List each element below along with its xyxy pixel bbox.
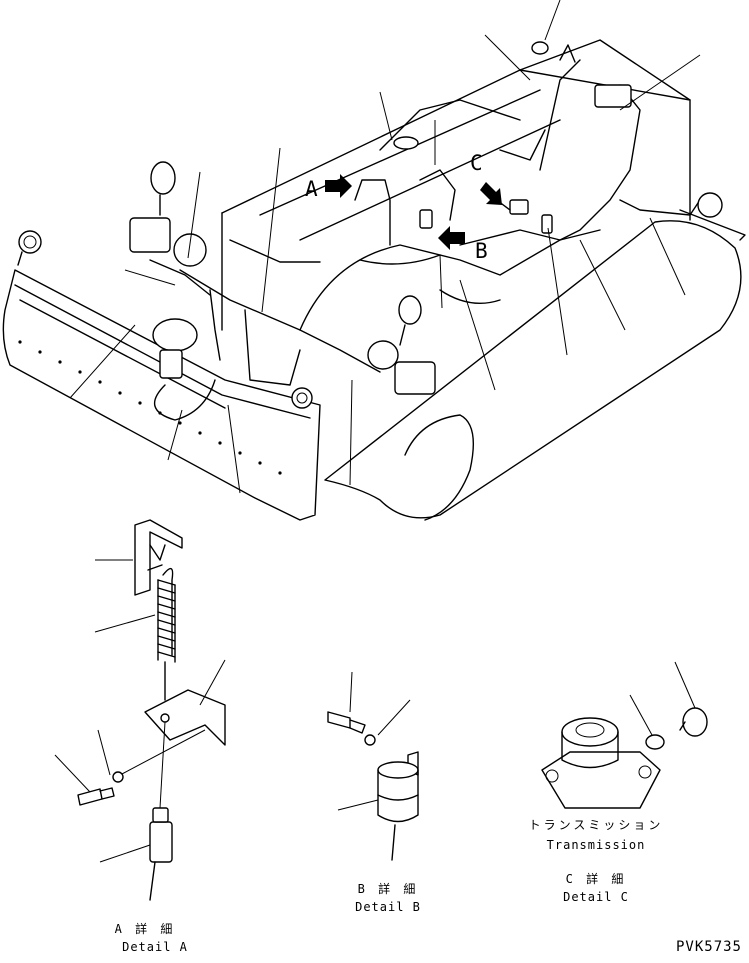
front-lamps bbox=[129, 161, 436, 421]
detail-b-title-jp: B 詳 細 bbox=[358, 881, 419, 896]
leader-lines-main bbox=[69, 0, 701, 494]
detail-c-drawing bbox=[541, 661, 708, 809]
view-label-a: A bbox=[305, 177, 318, 201]
detail-a-drawing bbox=[54, 519, 226, 901]
detail-c-title-en: Detail C bbox=[563, 890, 629, 904]
detail-a-spring bbox=[157, 579, 176, 663]
transmission-label-en: Transmission bbox=[547, 838, 646, 852]
detail-a-title-en: Detail A bbox=[122, 940, 188, 954]
dozer-blade bbox=[2, 230, 321, 521]
view-arrows: A B C bbox=[305, 151, 502, 263]
detail-c-title-jp: C 詳 細 bbox=[566, 871, 627, 886]
machine-body bbox=[221, 39, 742, 521]
view-label-c: C bbox=[470, 151, 483, 175]
cabin-hardware bbox=[354, 41, 576, 246]
detail-b-drawing bbox=[327, 671, 419, 861]
detail-b-title-en: Detail B bbox=[355, 900, 421, 914]
wiring-harness bbox=[179, 59, 746, 386]
transmission-label-jp: トランスミッション bbox=[529, 818, 664, 832]
blade-bolt-holes bbox=[18, 340, 282, 475]
drawing-code: PVK5735 bbox=[676, 939, 742, 955]
view-label-b: B bbox=[475, 239, 488, 263]
detail-a-title-jp: A 詳 細 bbox=[115, 921, 176, 936]
